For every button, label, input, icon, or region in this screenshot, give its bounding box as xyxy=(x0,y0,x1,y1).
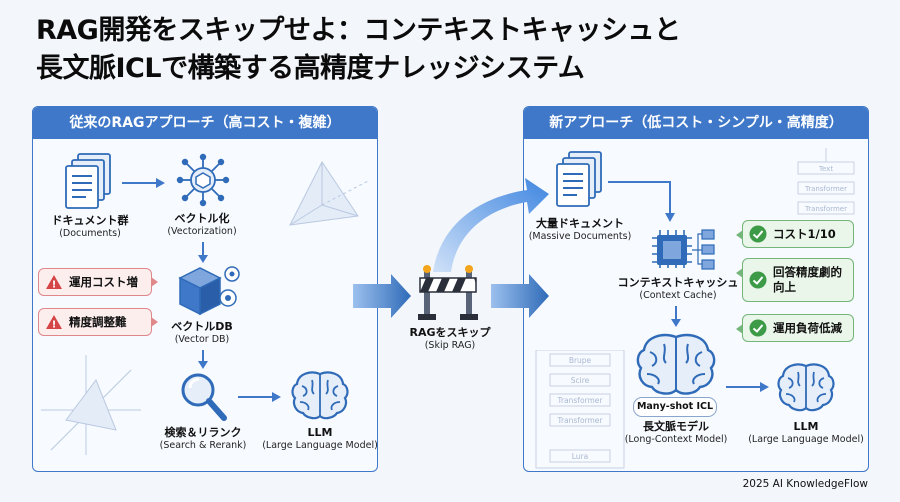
llm-title-left: LLM xyxy=(307,426,333,439)
transformer-sketch-bottom-icon: Brupe Scire Transformer Transformer Lura xyxy=(535,350,625,469)
triangle-sketch-icon xyxy=(289,161,371,226)
skip-flow-arrows xyxy=(353,178,549,318)
check-icon-3 xyxy=(749,319,767,337)
long-context-label: 長文脈モデル (Long-Context Model) xyxy=(614,420,738,446)
documents-label: ドキュメント群 (Documents) xyxy=(40,214,140,240)
massive-docs-label: 大量ドキュメント (Massive Documents) xyxy=(528,217,632,243)
context-cache-title: コンテキストキャッシュ xyxy=(617,276,739,289)
svg-text:!: ! xyxy=(52,320,57,331)
bg-layer-bottom-0: Brupe xyxy=(569,356,592,365)
vector-db-icon xyxy=(178,266,240,316)
many-shot-icl-pill: Many-shot ICL xyxy=(633,397,717,417)
llm-label-left: LLM (Large Language Model) xyxy=(260,426,380,452)
page-title: RAG開発をスキップせよ：コンテキストキャッシュと 長文脈ICLで構築する高精度… xyxy=(36,12,866,88)
traditional-rag-header: 従来のRAGアプローチ（高コスト・複雑） xyxy=(33,107,377,139)
massive-docs-title: 大量ドキュメント xyxy=(536,217,624,230)
transformer-sketch-top-icon: Text Transformer Transformer xyxy=(797,148,855,215)
arrow-right-icon-2 xyxy=(238,392,281,402)
check-icon xyxy=(749,225,767,243)
bg-layer-bottom-3: Transformer xyxy=(556,416,603,425)
warning-icon: ! xyxy=(46,275,62,291)
context-cache-label: コンテキストキャッシュ (Context Cache) xyxy=(616,276,740,302)
documents-title: ドキュメント群 xyxy=(51,214,129,227)
vectorization-label: ベクトル化 (Vectorization) xyxy=(152,212,252,238)
bg-layer-bottom-4: Lura xyxy=(572,452,588,461)
massive-docs-sub: (Massive Documents) xyxy=(528,231,632,242)
llm-label-right: LLM (Large Language Model) xyxy=(746,420,866,446)
benefit-accuracy-text: 回答精度劇的 向上 xyxy=(773,265,842,295)
documents-sub: (Documents) xyxy=(59,228,121,239)
long-context-brain-icon xyxy=(636,333,716,395)
llm-sub-right: (Large Language Model) xyxy=(748,434,864,445)
svg-text:!: ! xyxy=(52,280,57,291)
skip-rag-title: RAGをスキップ xyxy=(409,326,491,339)
title-line-2: 長文脈ICLで構築する高精度ナレッジシステム xyxy=(36,53,585,84)
vectorization-title: ベクトル化 xyxy=(174,212,230,225)
barrier-icon xyxy=(418,265,478,320)
axis-sketch-icon xyxy=(41,355,141,455)
brain-icon-right xyxy=(777,363,835,412)
bg-layer-top-2: Transformer xyxy=(804,205,847,213)
check-icon-2 xyxy=(749,271,767,289)
title-line-1: RAG開発をスキップせよ：コンテキストキャッシュと xyxy=(36,15,681,46)
warning-icon-2: ! xyxy=(46,315,62,331)
documents-icon xyxy=(65,153,111,209)
search-title: 検索＆リランク xyxy=(164,426,242,439)
chip-icon xyxy=(652,229,715,270)
brain-icon xyxy=(291,371,349,420)
bg-layer-top-0: Text xyxy=(818,165,833,173)
search-icon xyxy=(181,373,227,421)
benefit-cost-text: コスト1/10 xyxy=(773,226,836,241)
warning-badge-cost: ! 運用コスト増 xyxy=(38,268,158,296)
bg-layer-top-1: Transformer xyxy=(804,185,847,193)
skip-rag-label: RAGをスキップ (Skip RAG) xyxy=(395,326,505,352)
footer-credit: 2025 AI KnowledgeFlow xyxy=(742,478,868,490)
benefit-accuracy-line2: 向上 xyxy=(773,280,796,294)
vector-db-title: ベクトルDB xyxy=(171,320,233,333)
warning-accuracy-text: 精度調整難 xyxy=(69,315,127,329)
llm-sub-left: (Large Language Model) xyxy=(262,440,378,451)
benefit-badge-ops: 運用負荷低減 xyxy=(736,314,854,342)
arrow-down-icon-3 xyxy=(671,306,681,327)
arrow-down-icon-2 xyxy=(198,350,208,369)
bg-layer-bottom-1: Scire xyxy=(571,376,590,385)
skip-rag-sub: (Skip RAG) xyxy=(424,340,476,351)
arrow-right-icon-3 xyxy=(726,382,769,392)
benefit-badge-cost: コスト1/10 xyxy=(736,220,854,248)
vectorization-sub: (Vectorization) xyxy=(167,226,237,237)
vector-db-sub: (Vector DB) xyxy=(174,334,230,345)
llm-title-right: LLM xyxy=(793,420,819,433)
long-context-sub: (Long-Context Model) xyxy=(624,434,728,445)
vector-db-label: ベクトルDB (Vector DB) xyxy=(152,320,252,346)
benefit-badge-accuracy: 回答精度劇的 向上 xyxy=(736,258,854,302)
benefit-accuracy-line1: 回答精度劇的 xyxy=(773,265,842,279)
long-context-title: 長文脈モデル xyxy=(643,420,709,433)
vectorization-icon xyxy=(176,153,230,207)
new-approach-header: 新アプローチ（低コスト・シンプル・高精度） xyxy=(524,107,868,139)
search-sub: (Search & Rerank) xyxy=(159,440,247,451)
warning-cost-text: 運用コスト増 xyxy=(69,275,138,289)
arrow-down-icon xyxy=(198,242,208,263)
search-label: 検索＆リランク (Search & Rerank) xyxy=(150,426,256,452)
warning-badge-accuracy: ! 精度調整難 xyxy=(38,308,158,336)
context-cache-sub: (Context Cache) xyxy=(639,290,717,301)
arrow-bent-icon xyxy=(608,181,675,222)
benefit-ops-text: 運用負荷低減 xyxy=(773,320,842,335)
arrow-right-icon xyxy=(122,178,165,188)
bg-layer-bottom-2: Transformer xyxy=(556,396,603,405)
massive-documents-icon xyxy=(556,151,602,207)
